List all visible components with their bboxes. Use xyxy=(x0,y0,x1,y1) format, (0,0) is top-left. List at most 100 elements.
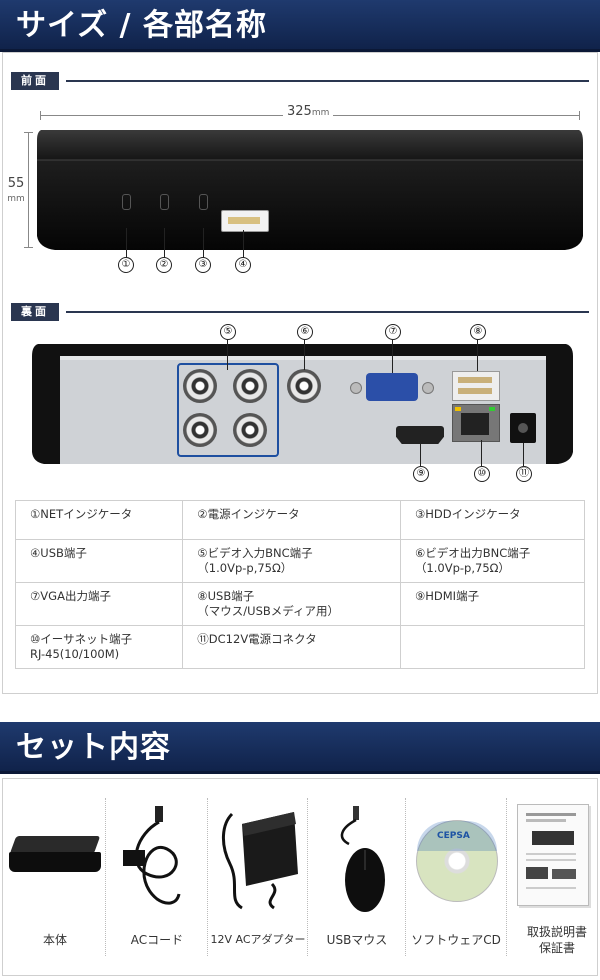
ac-adapter-icon xyxy=(222,812,298,910)
rear-usb-port-icon xyxy=(452,371,500,401)
bnc-input-3-icon xyxy=(183,413,217,447)
spec-line: ①NETインジケータ xyxy=(30,507,133,521)
height-dimension-tick-bottom xyxy=(24,247,33,248)
callout-5-leader xyxy=(227,340,228,370)
spec-cell: ①NETインジケータ xyxy=(14,500,184,540)
height-dimension-label: 55 mm xyxy=(4,177,28,206)
callout-10: ⑩ xyxy=(474,466,490,482)
front-section-tag: 前面 xyxy=(11,72,59,90)
spec-line: RJ-45(10/100M) xyxy=(30,647,120,661)
callout-9-leader xyxy=(420,444,421,466)
spec-line: （1.0Vp-p,75Ω） xyxy=(414,561,510,575)
callout-11: ⑪ xyxy=(516,466,532,482)
callout-8: ⑧ xyxy=(470,324,486,340)
spec-line: ⑦VGA出力端子 xyxy=(30,589,111,603)
set-item-usb-mouse: USBマウス xyxy=(307,800,407,960)
hdmi-port-icon xyxy=(396,426,444,444)
spec-cell: ④USB端子 xyxy=(14,539,184,583)
size-banner: サイズ / 各部名称 xyxy=(0,0,600,52)
cd-logo-text: CEPSA xyxy=(437,831,470,841)
spec-cell: ⑦VGA出力端子 xyxy=(14,582,184,626)
manual-label-line1: 取扱説明書 xyxy=(526,925,587,939)
spec-line: ②電源インジケータ xyxy=(197,507,300,521)
set-item-label: ソフトウェアCD xyxy=(411,933,501,947)
size-banner-title: サイズ / 各部名称 xyxy=(16,8,267,43)
table-row: ④USB端子 ⑤ビデオ入力BNC端子（1.0Vp-p,75Ω） ⑥ビデオ出力BN… xyxy=(14,539,586,583)
software-cd-icon: CEPSA xyxy=(416,820,498,902)
spec-line: ⑥ビデオ出力BNC端子 xyxy=(414,546,531,560)
height-unit: mm xyxy=(7,194,25,204)
set-item-software-cd: CEPSA ソフトウェアCD xyxy=(406,800,506,960)
rear-section-tag: 裏面 xyxy=(11,303,59,321)
set-divider xyxy=(405,798,406,956)
rear-tag-label: 裏面 xyxy=(21,305,49,318)
set-item-manual: 取扱説明書 保証書 xyxy=(507,800,600,960)
spec-cell: ⑤ビデオ入力BNC端子（1.0Vp-p,75Ω） xyxy=(182,539,401,583)
callout-4-leader xyxy=(243,230,244,258)
spec-cell: ⑧USB端子（マウス/USBメディア用） xyxy=(182,582,401,626)
height-value: 55 xyxy=(7,176,25,191)
hdd-indicator-icon xyxy=(199,194,208,210)
height-dimension-line xyxy=(28,132,29,248)
manual-label-line2: 保証書 xyxy=(538,941,575,955)
callout-7-leader xyxy=(392,340,393,373)
set-item-ac-adapter: 12V ACアダプター xyxy=(208,800,308,960)
callout-1-leader xyxy=(126,228,127,258)
set-banner: セット内容 xyxy=(0,722,600,774)
callout-1: ① xyxy=(118,257,134,273)
width-value: 325 xyxy=(287,104,312,119)
set-panel xyxy=(2,778,598,976)
callout-9: ⑨ xyxy=(413,466,429,482)
spec-cell xyxy=(399,625,586,669)
spec-cell: ⑥ビデオ出力BNC端子（1.0Vp-p,75Ω） xyxy=(399,539,586,583)
set-item-label: 本体 xyxy=(42,933,67,947)
set-banner-title: セット内容 xyxy=(16,730,171,765)
callout-7: ⑦ xyxy=(385,324,401,340)
set-divider xyxy=(307,798,308,956)
ac-cord-icon xyxy=(123,806,181,905)
width-dimension-label: 325mm xyxy=(283,104,334,119)
bnc-input-2-icon xyxy=(233,369,267,403)
set-divider xyxy=(207,798,208,956)
front-device-image xyxy=(37,130,583,250)
spec-line: ③HDDインジケータ xyxy=(414,507,521,521)
spec-line: ⑨HDMI端子 xyxy=(414,589,480,603)
width-dimension-tick-left xyxy=(40,111,41,120)
table-row: ⑦VGA出力端子 ⑧USB端子（マウス/USBメディア用） ⑨HDMI端子 xyxy=(14,582,586,626)
bnc-input-1-icon xyxy=(183,369,217,403)
manual-icon xyxy=(517,804,589,906)
set-item-label: ACコード xyxy=(130,933,184,947)
spec-table: ①NETインジケータ ②電源インジケータ ③HDDインジケータ ④USB端子 ⑤… xyxy=(14,500,586,669)
spec-cell: ⑪DC12V電源コネクタ xyxy=(182,625,401,669)
vga-port-icon xyxy=(350,373,434,401)
rear-section-rule xyxy=(66,311,589,313)
callout-11-leader xyxy=(523,443,524,466)
spec-line: ⑤ビデオ入力BNC端子 xyxy=(197,546,313,560)
callout-2-leader xyxy=(164,228,165,258)
net-indicator-icon xyxy=(122,194,131,210)
set-item-label: 取扱説明書 保証書 xyxy=(507,924,600,956)
power-indicator-icon xyxy=(160,194,169,210)
set-divider xyxy=(105,798,106,956)
callout-5: ⑤ xyxy=(220,324,236,340)
width-dimension-tick-right xyxy=(579,111,580,120)
usb-mouse-icon xyxy=(340,806,385,912)
spec-line: ⑩イーサネット端子 xyxy=(30,632,133,646)
video-input-bnc-group xyxy=(177,363,279,457)
front-section-rule xyxy=(66,80,589,82)
width-unit: mm xyxy=(311,108,330,118)
spec-line: ⑪DC12V電源コネクタ xyxy=(197,632,317,646)
callout-6-leader xyxy=(304,340,305,370)
front-tag-label: 前面 xyxy=(21,74,49,87)
set-item-label: 12V ACアダプター xyxy=(210,933,306,946)
spec-line: ④USB端子 xyxy=(30,546,87,560)
dc-power-port-icon xyxy=(510,413,536,443)
callout-4: ④ xyxy=(235,257,251,273)
callout-6: ⑥ xyxy=(297,324,313,340)
set-item-label: USBマウス xyxy=(326,933,388,947)
set-item-ac-cord: ACコード xyxy=(107,800,207,960)
dvr-unit-icon xyxy=(9,836,101,876)
spec-line: ⑧USB端子 xyxy=(197,589,255,603)
